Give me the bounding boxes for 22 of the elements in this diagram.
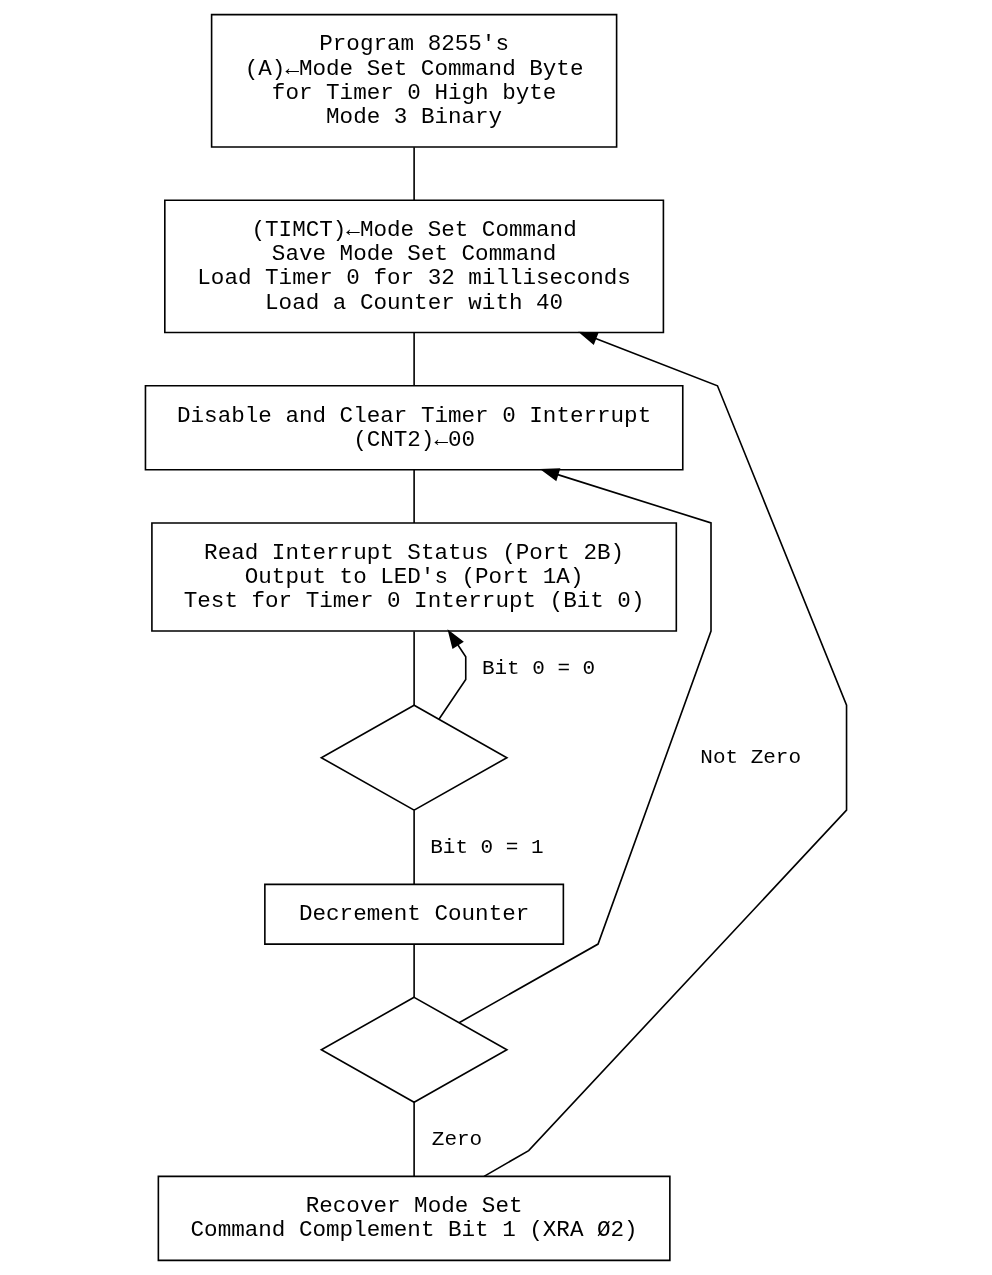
edge-label: Not Zero — [700, 746, 802, 770]
connector — [413, 943, 415, 998]
arrow — [438, 629, 467, 720]
connector — [413, 1101, 415, 1177]
connector — [413, 469, 415, 524]
node-box: Program 8255's (A)←Mode Set Command Byte for Timer 0 High byte Mode 3 Binary — [210, 13, 618, 148]
node-box: Disable and Clear Timer 0 Interrupt (CNT2)←00 — [144, 384, 684, 471]
connector — [413, 809, 415, 885]
connector — [413, 331, 415, 387]
node-diamond — [319, 704, 509, 812]
node-box: Recover Mode Set Command Complement Bit 1 (XRA Ø2) — [157, 1175, 671, 1262]
edge-label: Zero — [431, 1127, 483, 1151]
node-box: (TIMCT)←Mode Set Command Save Mode Set Command Load Timer 0 for 32 milliseconds Load a Counter with 40 — [164, 199, 665, 334]
node-diamond — [319, 996, 509, 1104]
arrow — [458, 468, 712, 1024]
edge-label: Bit 0 = 0 — [481, 656, 596, 680]
node-box: Read Interrupt Status (Port 2B) Output to LED's (Port 1A) Test for Timer 0 Interrupt (Bit 0) — [151, 522, 678, 632]
arrow — [483, 331, 848, 1178]
edge-label: Bit 0 = 1 — [430, 835, 544, 859]
node-box: Decrement Counter — [264, 883, 565, 945]
connector — [413, 630, 415, 706]
connector — [413, 146, 415, 201]
